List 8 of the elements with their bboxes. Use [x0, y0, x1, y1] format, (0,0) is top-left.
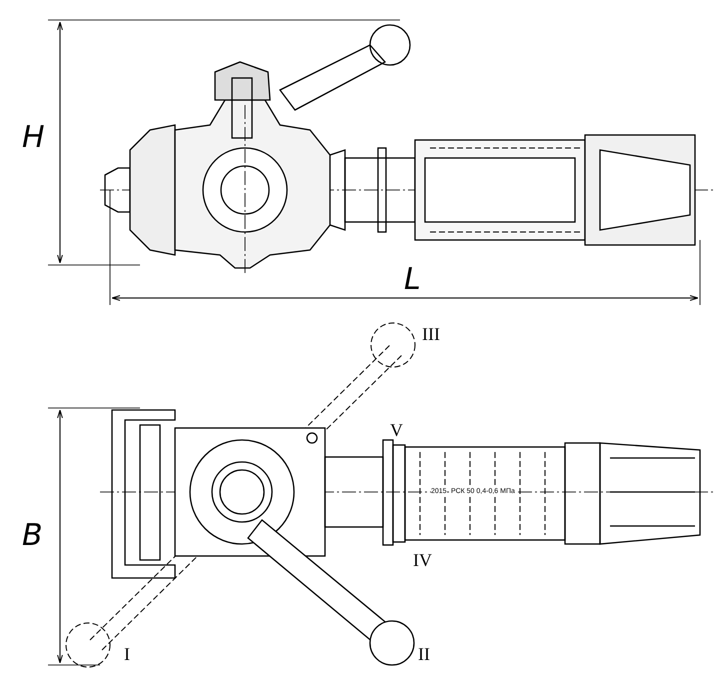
dimension-label: H [22, 120, 45, 156]
position-label: IV [413, 549, 432, 572]
dimension-label: B [22, 518, 43, 554]
position-label: I [124, 643, 130, 666]
dimension-label: L [404, 262, 421, 298]
position-label: III [422, 323, 440, 346]
position-label: II [418, 643, 430, 666]
position-label: V [390, 419, 403, 442]
